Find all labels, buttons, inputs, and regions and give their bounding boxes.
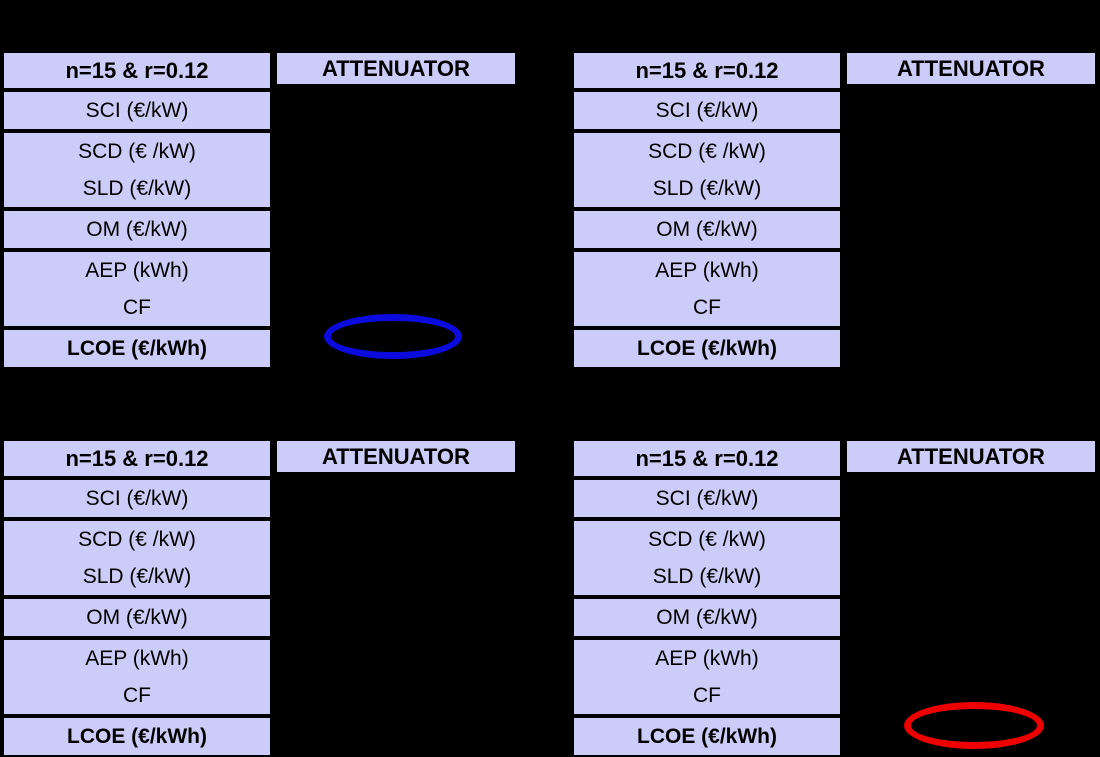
- row-label-sld: SLD (€/kW): [82, 565, 192, 588]
- header-group: n=15 & r=0.12: [572, 51, 842, 90]
- table-header-label: n=15 & r=0.12: [635, 58, 779, 83]
- row-group-lcoe: LCOE (€/kWh): [572, 716, 842, 757]
- row-group-om: OM (€/kW): [572, 209, 842, 250]
- row-label-cf: CF: [123, 296, 151, 319]
- header-group: n=15 & r=0.12: [2, 439, 272, 478]
- row-group-om: OM (€/kW): [2, 209, 272, 250]
- value-column-attenuator: ATTENUATOR: [845, 439, 1097, 474]
- row-group-om: OM (€/kW): [572, 597, 842, 638]
- row-label-cf: CF: [693, 684, 721, 707]
- row-label-lcoe: LCOE (€/kWh): [637, 337, 777, 360]
- row-group-lcoe: LCOE (€/kWh): [2, 716, 272, 757]
- row-label-scd: SCD (€ /kW): [78, 140, 196, 163]
- table-top-left: n=15 & r=0.12 SCI (€/kW) SCD (€ /kW) SLD…: [2, 51, 517, 369]
- row-label-om: OM (€/kW): [86, 606, 188, 629]
- row-label-aep: AEP (kWh): [85, 259, 189, 282]
- row-label-om: OM (€/kW): [86, 218, 188, 241]
- row-group-lcoe: LCOE (€/kWh): [572, 328, 842, 369]
- header-group: n=15 & r=0.12: [2, 51, 272, 90]
- row-group-scd-sld: SCD (€ /kW) SLD (€/kW): [2, 131, 272, 209]
- table-header-label: n=15 & r=0.12: [65, 58, 209, 83]
- table-bottom-right: n=15 & r=0.12 SCI (€/kW) SCD (€ /kW) SLD…: [572, 439, 1097, 757]
- table-header-label: n=15 & r=0.12: [635, 446, 779, 471]
- row-label-lcoe: LCOE (€/kWh): [67, 725, 207, 748]
- value-column-attenuator: ATTENUATOR: [845, 51, 1097, 86]
- row-group-sci: SCI (€/kW): [2, 90, 272, 131]
- row-label-aep: AEP (kWh): [85, 647, 189, 670]
- row-group-lcoe: LCOE (€/kWh): [2, 328, 272, 369]
- table-bottom-left: n=15 & r=0.12 SCI (€/kW) SCD (€ /kW) SLD…: [2, 439, 517, 757]
- row-label-sld: SLD (€/kW): [652, 177, 762, 200]
- row-label-scd: SCD (€ /kW): [648, 140, 766, 163]
- row-group-aep-cf: AEP (kWh) CF: [2, 250, 272, 328]
- row-group-aep-cf: AEP (kWh) CF: [2, 638, 272, 716]
- value-column-attenuator: ATTENUATOR: [275, 439, 517, 474]
- row-label-cf: CF: [123, 684, 151, 707]
- row-label-sci: SCI (€/kW): [655, 487, 759, 510]
- row-group-scd-sld: SCD (€ /kW) SLD (€/kW): [572, 519, 842, 597]
- table-header-label: n=15 & r=0.12: [65, 446, 209, 471]
- row-label-sci: SCI (€/kW): [85, 487, 189, 510]
- label-column: n=15 & r=0.12 SCI (€/kW) SCD (€ /kW) SLD…: [572, 439, 842, 757]
- row-label-aep: AEP (kWh): [655, 647, 759, 670]
- row-label-om: OM (€/kW): [656, 218, 758, 241]
- row-label-scd: SCD (€ /kW): [78, 528, 196, 551]
- row-group-om: OM (€/kW): [2, 597, 272, 638]
- row-label-sci: SCI (€/kW): [85, 99, 189, 122]
- header-group: n=15 & r=0.12: [572, 439, 842, 478]
- row-label-aep: AEP (kWh): [655, 259, 759, 282]
- row-group-sci: SCI (€/kW): [2, 478, 272, 519]
- row-label-lcoe: LCOE (€/kWh): [67, 337, 207, 360]
- row-group-aep-cf: AEP (kWh) CF: [572, 250, 842, 328]
- value-column-header: ATTENUATOR: [845, 51, 1097, 86]
- row-label-sld: SLD (€/kW): [82, 177, 192, 200]
- row-label-lcoe: LCOE (€/kWh): [637, 725, 777, 748]
- value-column-header: ATTENUATOR: [275, 439, 517, 474]
- value-column-header: ATTENUATOR: [275, 51, 517, 86]
- row-label-sld: SLD (€/kW): [652, 565, 762, 588]
- row-group-sci: SCI (€/kW): [572, 478, 842, 519]
- row-group-scd-sld: SCD (€ /kW) SLD (€/kW): [572, 131, 842, 209]
- row-group-sci: SCI (€/kW): [572, 90, 842, 131]
- row-label-scd: SCD (€ /kW): [648, 528, 766, 551]
- label-column: n=15 & r=0.12 SCI (€/kW) SCD (€ /kW) SLD…: [2, 439, 272, 757]
- row-group-scd-sld: SCD (€ /kW) SLD (€/kW): [2, 519, 272, 597]
- label-column: n=15 & r=0.12 SCI (€/kW) SCD (€ /kW) SLD…: [572, 51, 842, 369]
- label-column: n=15 & r=0.12 SCI (€/kW) SCD (€ /kW) SLD…: [2, 51, 272, 369]
- row-group-aep-cf: AEP (kWh) CF: [572, 638, 842, 716]
- table-top-right: n=15 & r=0.12 SCI (€/kW) SCD (€ /kW) SLD…: [572, 51, 1097, 369]
- row-label-cf: CF: [693, 296, 721, 319]
- value-column-attenuator: ATTENUATOR: [275, 51, 517, 86]
- row-label-sci: SCI (€/kW): [655, 99, 759, 122]
- value-column-header: ATTENUATOR: [845, 439, 1097, 474]
- row-label-om: OM (€/kW): [656, 606, 758, 629]
